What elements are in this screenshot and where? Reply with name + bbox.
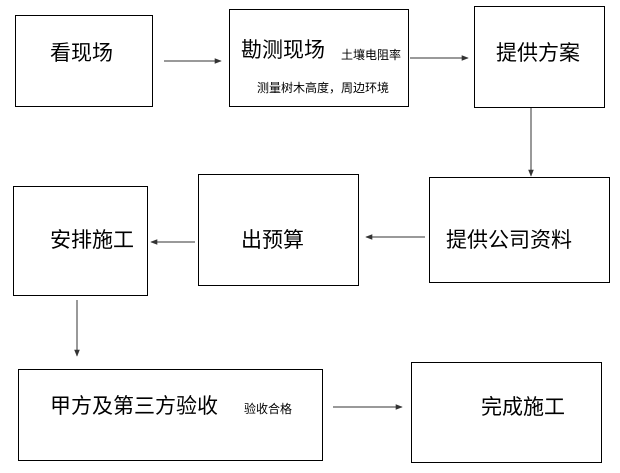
- node-provide-plan: [474, 6, 605, 108]
- node-measure-site-note-resistivity: 土壤电阻率: [341, 48, 402, 62]
- node-arrange-construction: [13, 186, 148, 296]
- node-measure-site: [229, 9, 409, 107]
- node-acceptance-note: 验收合格: [244, 402, 293, 416]
- node-complete-label: 完成施工: [481, 395, 565, 419]
- node-arrange-construction-label: 安排施工: [50, 228, 134, 252]
- node-company-docs: [429, 177, 610, 283]
- node-measure-site-note-trees: 测量树木高度，周边环境: [257, 81, 390, 95]
- node-measure-site-label: 勘测现场: [241, 38, 325, 62]
- node-survey-site: [15, 15, 153, 107]
- node-complete: [411, 362, 602, 463]
- node-acceptance-label: 甲方及第三方验收: [50, 394, 218, 418]
- node-budget-label: 出预算: [241, 228, 304, 252]
- node-budget: [198, 174, 359, 286]
- node-provide-plan-label: 提供方案: [496, 41, 580, 65]
- node-company-docs-label: 提供公司资料: [446, 228, 572, 252]
- node-acceptance: [18, 369, 323, 461]
- node-survey-site-label: 看现场: [50, 41, 113, 65]
